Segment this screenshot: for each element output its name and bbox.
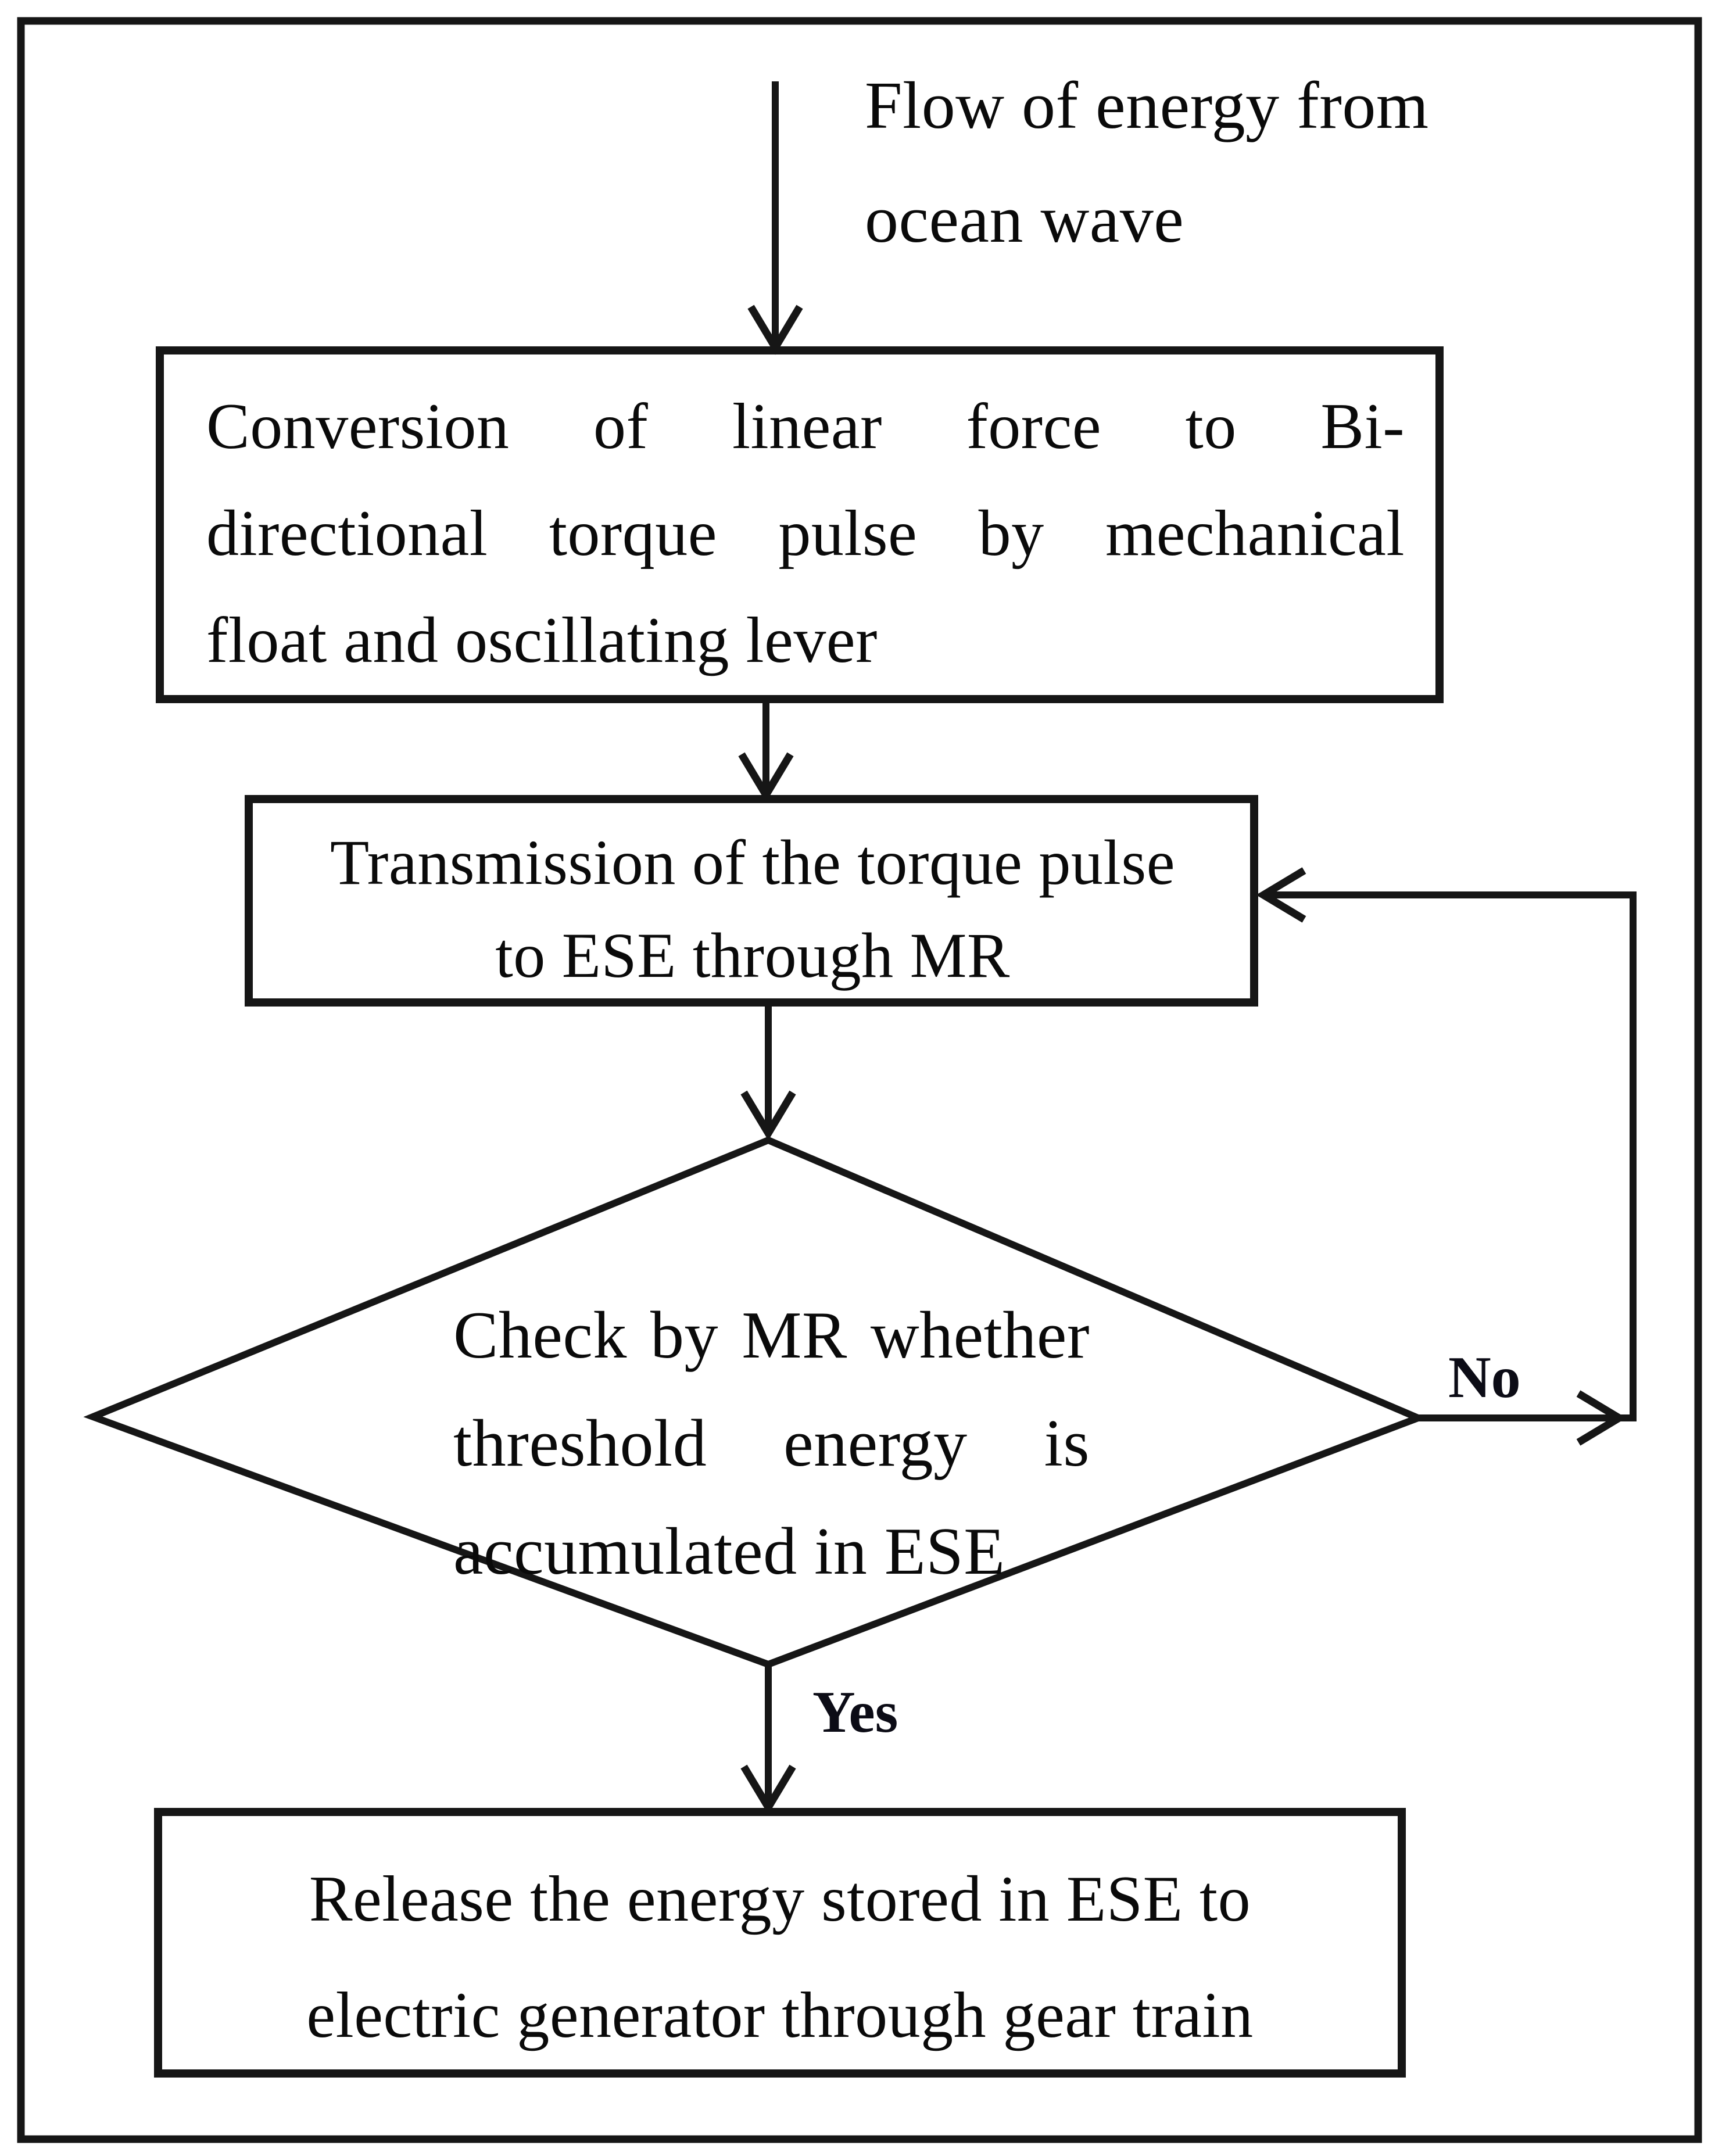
decision-line2: threshold energy is — [453, 1406, 1090, 1481]
box-transmission-line1: Transmission of the torque pulse — [330, 827, 1176, 898]
box-release — [154, 1808, 1406, 2078]
box-conversion — [156, 346, 1444, 703]
box-release-line2: electric generator through gear train — [306, 1979, 1254, 2051]
box-conversion-line3: float and oscillating lever — [206, 604, 878, 676]
box-transmission-line2: to ESE through MR — [495, 920, 1010, 991]
box-transmission — [245, 795, 1258, 1007]
box-conversion-line1: Conversion of linear force to Bi- — [206, 391, 1405, 463]
decision-line3: accumulated in ESE — [453, 1514, 1005, 1589]
figure-border — [17, 17, 1702, 2143]
yes-branch-label: Yes — [812, 1679, 898, 1745]
no-loop-path — [1256, 867, 1637, 1421]
start-label: Flow of energy from ocean wave — [865, 49, 1533, 277]
no-branch-label: No — [1448, 1345, 1521, 1410]
start-label-line1: Flow of energy from — [865, 69, 1429, 143]
box-conversion-line2: directional torque pulse by mechanical — [206, 497, 1405, 570]
decision-text: Check by MR whether threshold energy is … — [453, 1281, 1090, 1606]
start-label-line2: ocean wave — [865, 182, 1184, 257]
decision-line1: Check by MR whether — [453, 1298, 1090, 1373]
box-conversion-text: Conversion of linear force to Bi- direct… — [206, 373, 1405, 694]
box-release-text: Release the energy stored in ESE to elec… — [176, 1841, 1384, 2073]
box-transmission-text: Transmission of the torque pulse to ESE … — [259, 816, 1247, 1002]
box-release-line1: Release the energy stored in ESE to — [309, 1863, 1251, 1935]
